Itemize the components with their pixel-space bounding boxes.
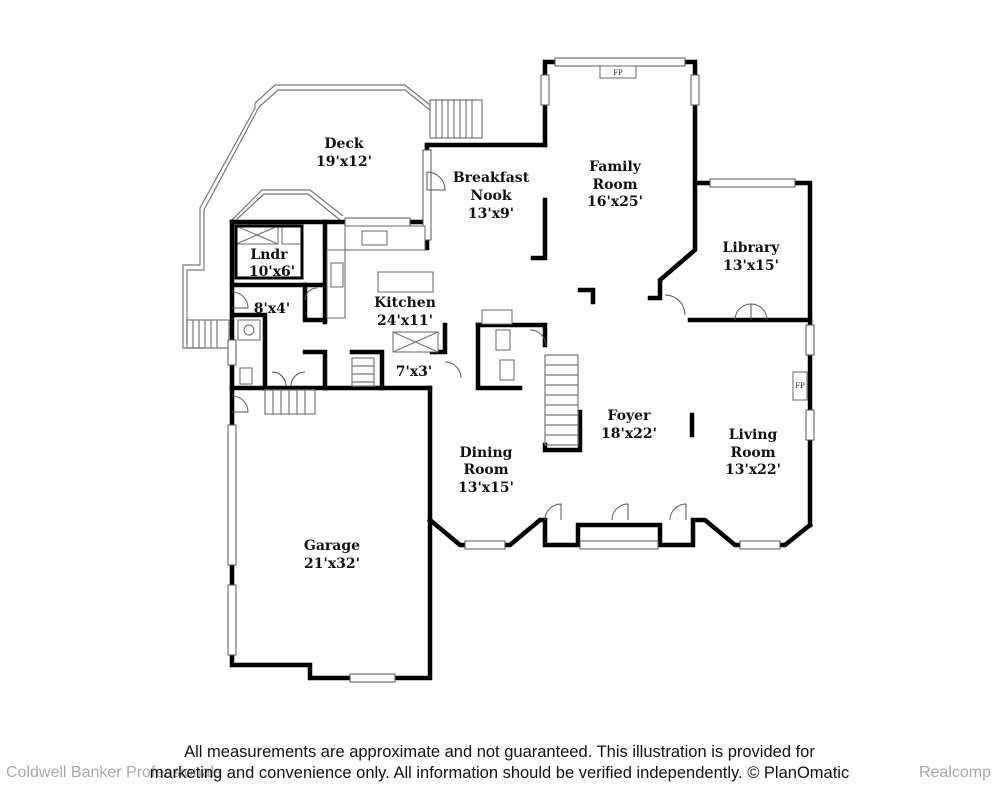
dining-dim: 13'x15' <box>458 480 514 496</box>
living-dim: 13'x22' <box>725 462 781 478</box>
floor-plan: FP FP Deck 19'x12' Breakfast Nook 13'x9'… <box>182 57 815 683</box>
living-name-2: Room <box>730 445 775 461</box>
watermark-right: Realcomp <box>918 764 991 781</box>
living-name-1: Living <box>729 427 778 443</box>
breakfast-name-2: Nook <box>470 188 511 204</box>
kitchen-island <box>377 271 434 293</box>
breakfast-name-1: Breakfast <box>453 170 530 186</box>
disclaimer-line-2: marketing and convenience only. All info… <box>149 764 850 782</box>
disclaimer: All measurements are approximate and not… <box>0 742 999 784</box>
family-dim: 16'x25' <box>587 194 643 210</box>
bath-fixtures <box>237 309 515 385</box>
breakfast-dim: 13'x9' <box>468 206 514 222</box>
dining-name-1: Dining <box>460 445 513 461</box>
foyer-dim: 18'x22' <box>601 426 657 442</box>
main-staircase <box>544 354 579 446</box>
kitchen-fixtures <box>234 224 439 353</box>
garage-stairs <box>264 357 375 415</box>
laundry-name: Lndr <box>250 247 288 263</box>
living-fireplace <box>792 371 808 401</box>
library-dim: 13'x15' <box>723 258 779 274</box>
deck-stairs <box>429 99 483 139</box>
deck-outline <box>182 84 483 349</box>
family-fireplace-label: FP <box>613 69 623 77</box>
pantry-dim: 7'x3' <box>396 364 432 380</box>
family-fireplace <box>599 65 637 79</box>
kitchen-name: Kitchen <box>374 295 436 311</box>
family-name-1: Family <box>589 159 642 175</box>
deck-dim: 19'x12' <box>316 154 372 170</box>
disclaimer-line-1: All measurements are approximate and not… <box>184 743 815 761</box>
windows <box>227 57 815 683</box>
fireplaces: FP FP <box>599 65 808 401</box>
dining-name-2: Room <box>463 462 508 478</box>
deck-name: Deck <box>324 136 364 152</box>
side-stairs <box>186 319 230 349</box>
laundry-dim: 10'x6' <box>249 264 295 280</box>
hall-dim: 8'x4' <box>254 301 290 317</box>
room-labels: Deck 19'x12' Breakfast Nook 13'x9' Famil… <box>249 136 781 572</box>
living-fireplace-label: FP <box>795 382 805 390</box>
kitchen-dim: 24'x11' <box>377 313 433 329</box>
garage-name: Garage <box>304 538 360 554</box>
laundry-room-box <box>234 224 304 280</box>
garage-dim: 21'x32' <box>304 556 360 572</box>
family-name-2: Room <box>592 177 637 193</box>
foyer-name: Foyer <box>608 408 652 424</box>
doors <box>231 171 768 521</box>
watermark-left: Coldwell Banker Professionals <box>6 764 223 781</box>
library-name: Library <box>723 240 781 256</box>
